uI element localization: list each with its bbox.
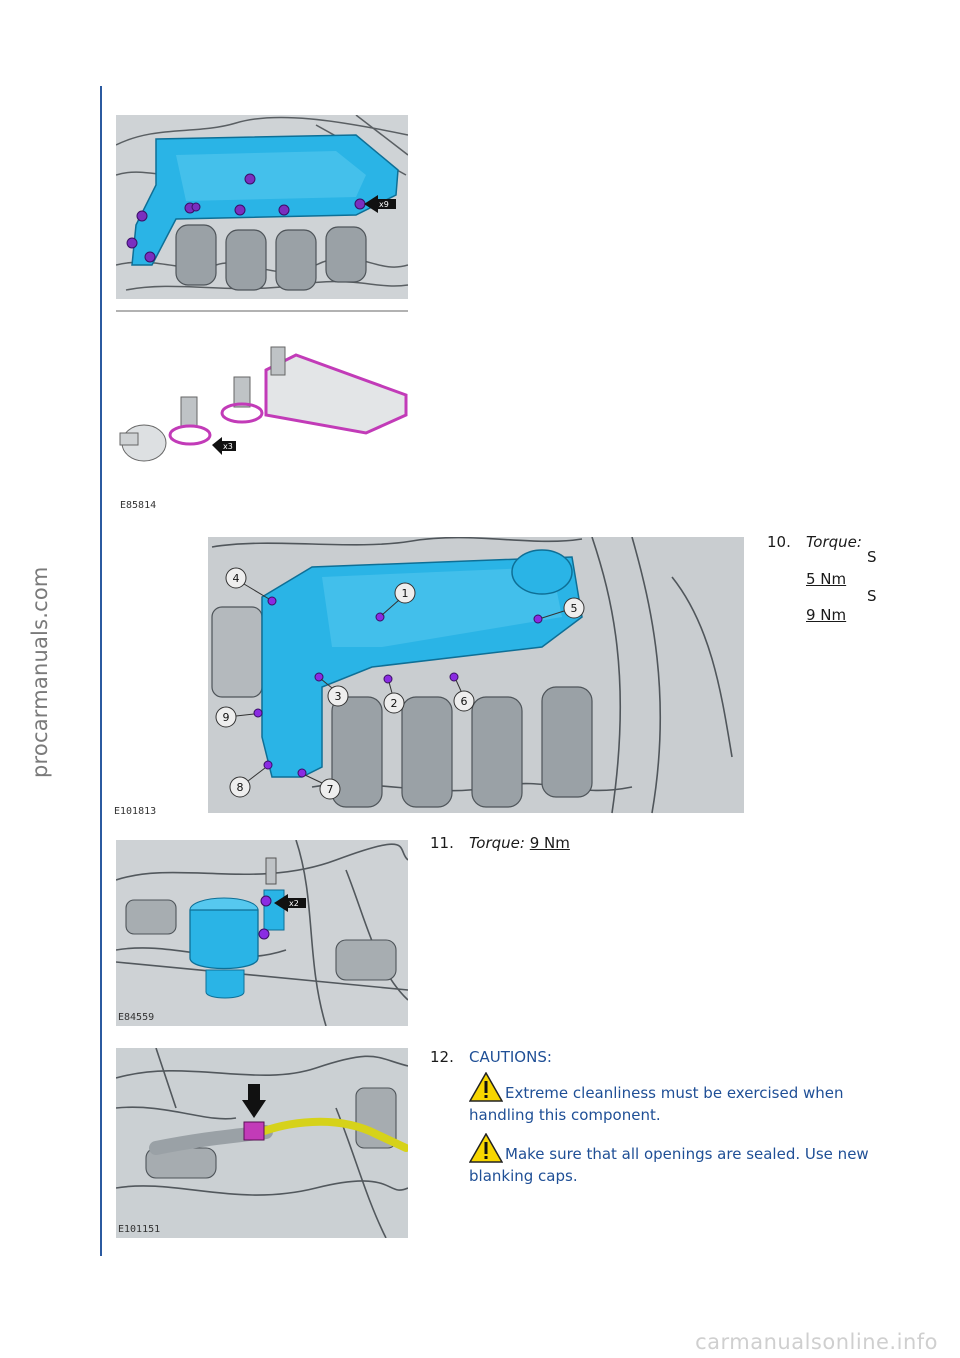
caution-item-1: Extreme cleanliness must be exercised wh… [469,1072,879,1126]
svg-text:3: 3 [335,690,342,703]
svg-text:5: 5 [571,602,578,615]
torque-label: Torque: [806,533,862,551]
connector-highlight [243,1121,265,1141]
tightening-sequence-illustration: 1 2 3 4 5 6 7 8 9 [208,537,744,814]
svg-text:x2: x2 [289,899,299,908]
figure-code: E84559 [118,1012,155,1023]
callout-arrow-x3 [212,437,236,455]
svg-text:1: 1 [402,587,409,600]
svg-text:7: 7 [327,783,334,796]
side-watermark-text: procarmanuals.com [28,566,52,778]
figure-cover-removal: x9 x3 E85814 [116,115,408,515]
callout-3: 3 [320,678,349,707]
callout-5: 5 [541,597,585,619]
callout-4: 4 [225,567,270,600]
cover-removal-illustration: x9 x3 [116,115,408,462]
figure-code: E85814 [120,500,157,511]
stage-marker-2: S [867,587,877,605]
figure-code: E101813 [114,806,157,817]
callout-x3-label: x3 [223,442,233,451]
page-left-rule [100,86,102,1256]
bolt-markers [253,596,543,778]
callout-1: 1 [381,582,416,616]
torque-value[interactable]: 9 Nm [529,834,570,852]
step-number: 12. [430,1048,454,1066]
component-highlight [189,889,285,999]
svg-text:8: 8 [237,781,244,794]
warning-icon [469,1072,503,1102]
stage-marker-1: S [867,548,877,566]
step-number: 11. [430,834,454,852]
warning-icon [469,1133,503,1163]
sequence-callouts: 1 2 3 4 5 6 7 8 9 [215,567,585,800]
svg-text:2: 2 [391,697,398,710]
caution-item-2: Make sure that all openings are sealed. … [469,1133,879,1187]
step-number: 10. [767,533,791,551]
figure-code: E101151 [118,1224,161,1235]
side-watermark: procarmanuals.com [0,0,52,1358]
callout-2: 2 [383,681,405,714]
torque-value-stage-2[interactable]: 9 Nm [806,606,847,624]
svg-text:9: 9 [223,711,230,724]
callout-9: 9 [215,706,255,728]
gasket-subfigure: x3 [119,346,408,462]
callout-7: 7 [304,774,341,800]
callout-6: 6 [453,679,475,712]
bolt-markers [126,173,366,263]
figure-pipe: E101151 [116,1048,408,1238]
torque-value-stage-1[interactable]: 5 Nm [806,570,847,588]
figure-tightening-sequence: 1 2 3 4 5 6 7 8 9 E101813 [112,537,744,820]
pipe-highlight [252,1117,408,1152]
cautions-heading: CAUTIONS: [469,1048,552,1066]
figure-component-bolts: x2 E84559 [116,840,408,1026]
callout-arrow-x9: x9 [364,195,396,213]
bottom-watermark: carmanualsonline.info [695,1330,938,1354]
callout-arrow [242,1084,266,1118]
torque-line: Torque: 9 Nm [469,834,570,852]
component-bolts-illustration: x2 [116,840,408,1026]
pipe-illustration [116,1048,408,1238]
svg-text:6: 6 [461,695,468,708]
svg-text:x9: x9 [379,200,389,209]
svg-text:4: 4 [233,572,240,585]
callout-arrow-x2: x2 [274,894,306,912]
callout-8: 8 [229,767,266,798]
bolt-markers [258,895,272,940]
